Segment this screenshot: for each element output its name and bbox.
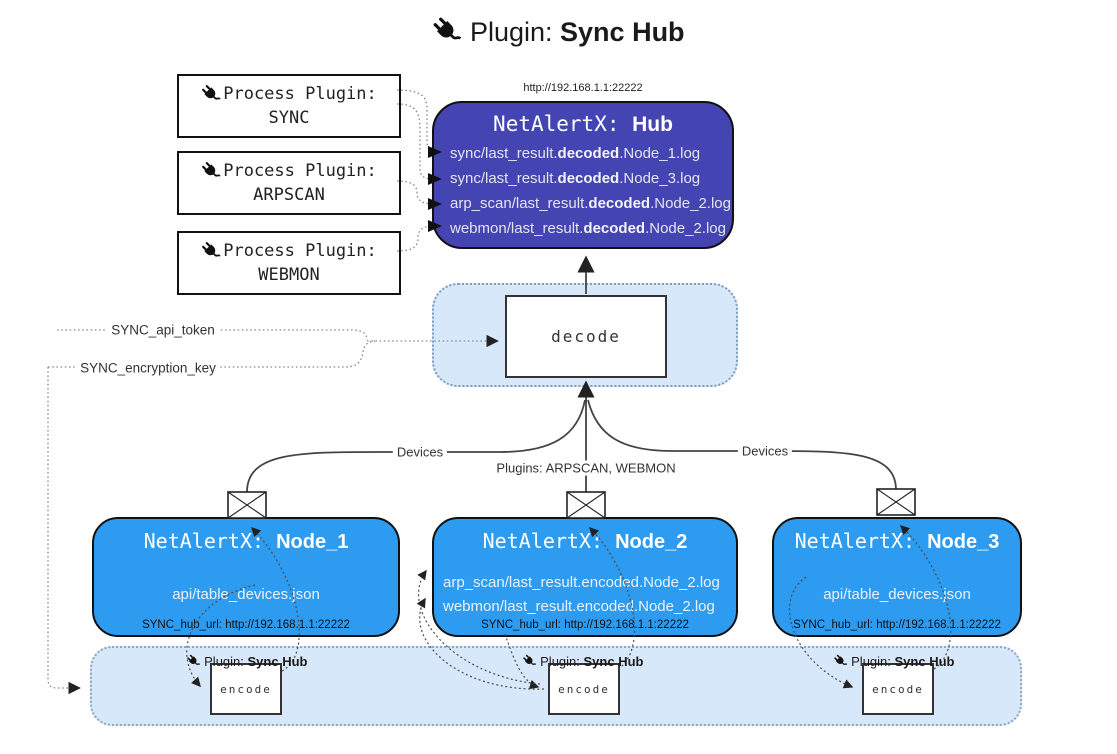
devices-left-label: Devices [392,444,448,460]
plug-icon [432,16,462,46]
plug-icon [201,241,221,261]
devices-right-label: Devices [737,443,793,459]
process-plugin-name: WEBMON [258,265,320,285]
plug-icon [523,654,537,668]
envelope-icon [566,491,606,519]
plugins-mid-label: Plugins: ARPSCAN, WEBMON [492,460,680,476]
hub-title: NetAlertX: Hub [493,112,673,136]
process-plugin-arpscan: Process Plugin: ARPSCAN [177,151,401,215]
node-hub-url: SYNC_hub_url: http://192.168.1.1:22222 [481,619,689,631]
sync-api-token-label: SYNC_api_token [107,322,219,338]
encode-box-3: encode [862,663,934,715]
node-title: NetAlertX: Node_2 [482,529,688,553]
node-1: NetAlertX: Node_1 api/table_devices.json… [92,517,400,637]
node-file: arp_scan/last_result.encoded.Node_2.log [443,574,720,591]
process-plugin-name: SYNC [268,108,310,128]
node-file: api/table_devices.json [172,586,320,603]
node-hub-url: SYNC_hub_url: http://192.168.1.1:22222 [142,619,350,631]
process-plugin-label: Process Plugin: [223,161,377,181]
envelope-icon [227,491,267,519]
hub-url-label: http://192.168.1.1:22222 [523,82,643,94]
encoder-label-3: Plugin: Sync Hub [834,654,954,669]
sync-encryption-key-label: SYNC_encryption_key [76,360,220,376]
node-hub-url: SYNC_hub_url: http://192.168.1.1:22222 [793,619,1001,631]
hub-log-list: sync/last_result.decoded.Node_1.log sync… [434,141,732,241]
hub-log-line: sync/last_result.decoded.Node_3.log [450,170,701,187]
envelope-icon [876,488,916,516]
decode-box: decode [505,295,667,378]
node-2: NetAlertX: Node_2 arp_scan/last_result.e… [432,517,738,637]
encoder-label-1: Plugin: Sync Hub [187,654,307,669]
node-file: api/table_devices.json [823,586,971,603]
process-plugin-label: Process Plugin: [223,84,377,104]
encode-box-1: encode [210,663,282,715]
plug-icon [201,161,221,181]
page-title-prefix: Plugin: [469,17,553,47]
plug-icon [187,654,201,668]
hub-node: NetAlertX: Hub sync/last_result.decoded.… [432,101,734,249]
encoder-label-2: Plugin: Sync Hub [523,654,643,669]
process-plugin-label: Process Plugin: [223,241,377,261]
node-title: NetAlertX: Node_3 [794,529,1000,553]
process-plugin-sync: Process Plugin: SYNC [177,74,401,138]
plug-icon [834,654,848,668]
process-plugin-name: ARPSCAN [253,185,325,205]
process-plugin-webmon: Process Plugin: WEBMON [177,231,401,295]
node-file: webmon/last_result.encoded.Node_2.log [443,598,715,615]
hub-log-line: sync/last_result.decoded.Node_1.log [450,145,701,162]
plug-icon [201,84,221,104]
hub-log-line: webmon/last_result.decoded.Node_2.log [450,220,726,237]
page-title-name: Sync Hub [560,17,685,47]
node-title: NetAlertX: Node_1 [143,529,349,553]
hub-log-line: arp_scan/last_result.decoded.Node_2.log [450,195,731,212]
node-3: NetAlertX: Node_3 api/table_devices.json… [772,517,1022,637]
encode-box-2: encode [548,663,620,715]
page-title: Plugin: Sync Hub [0,16,1117,48]
